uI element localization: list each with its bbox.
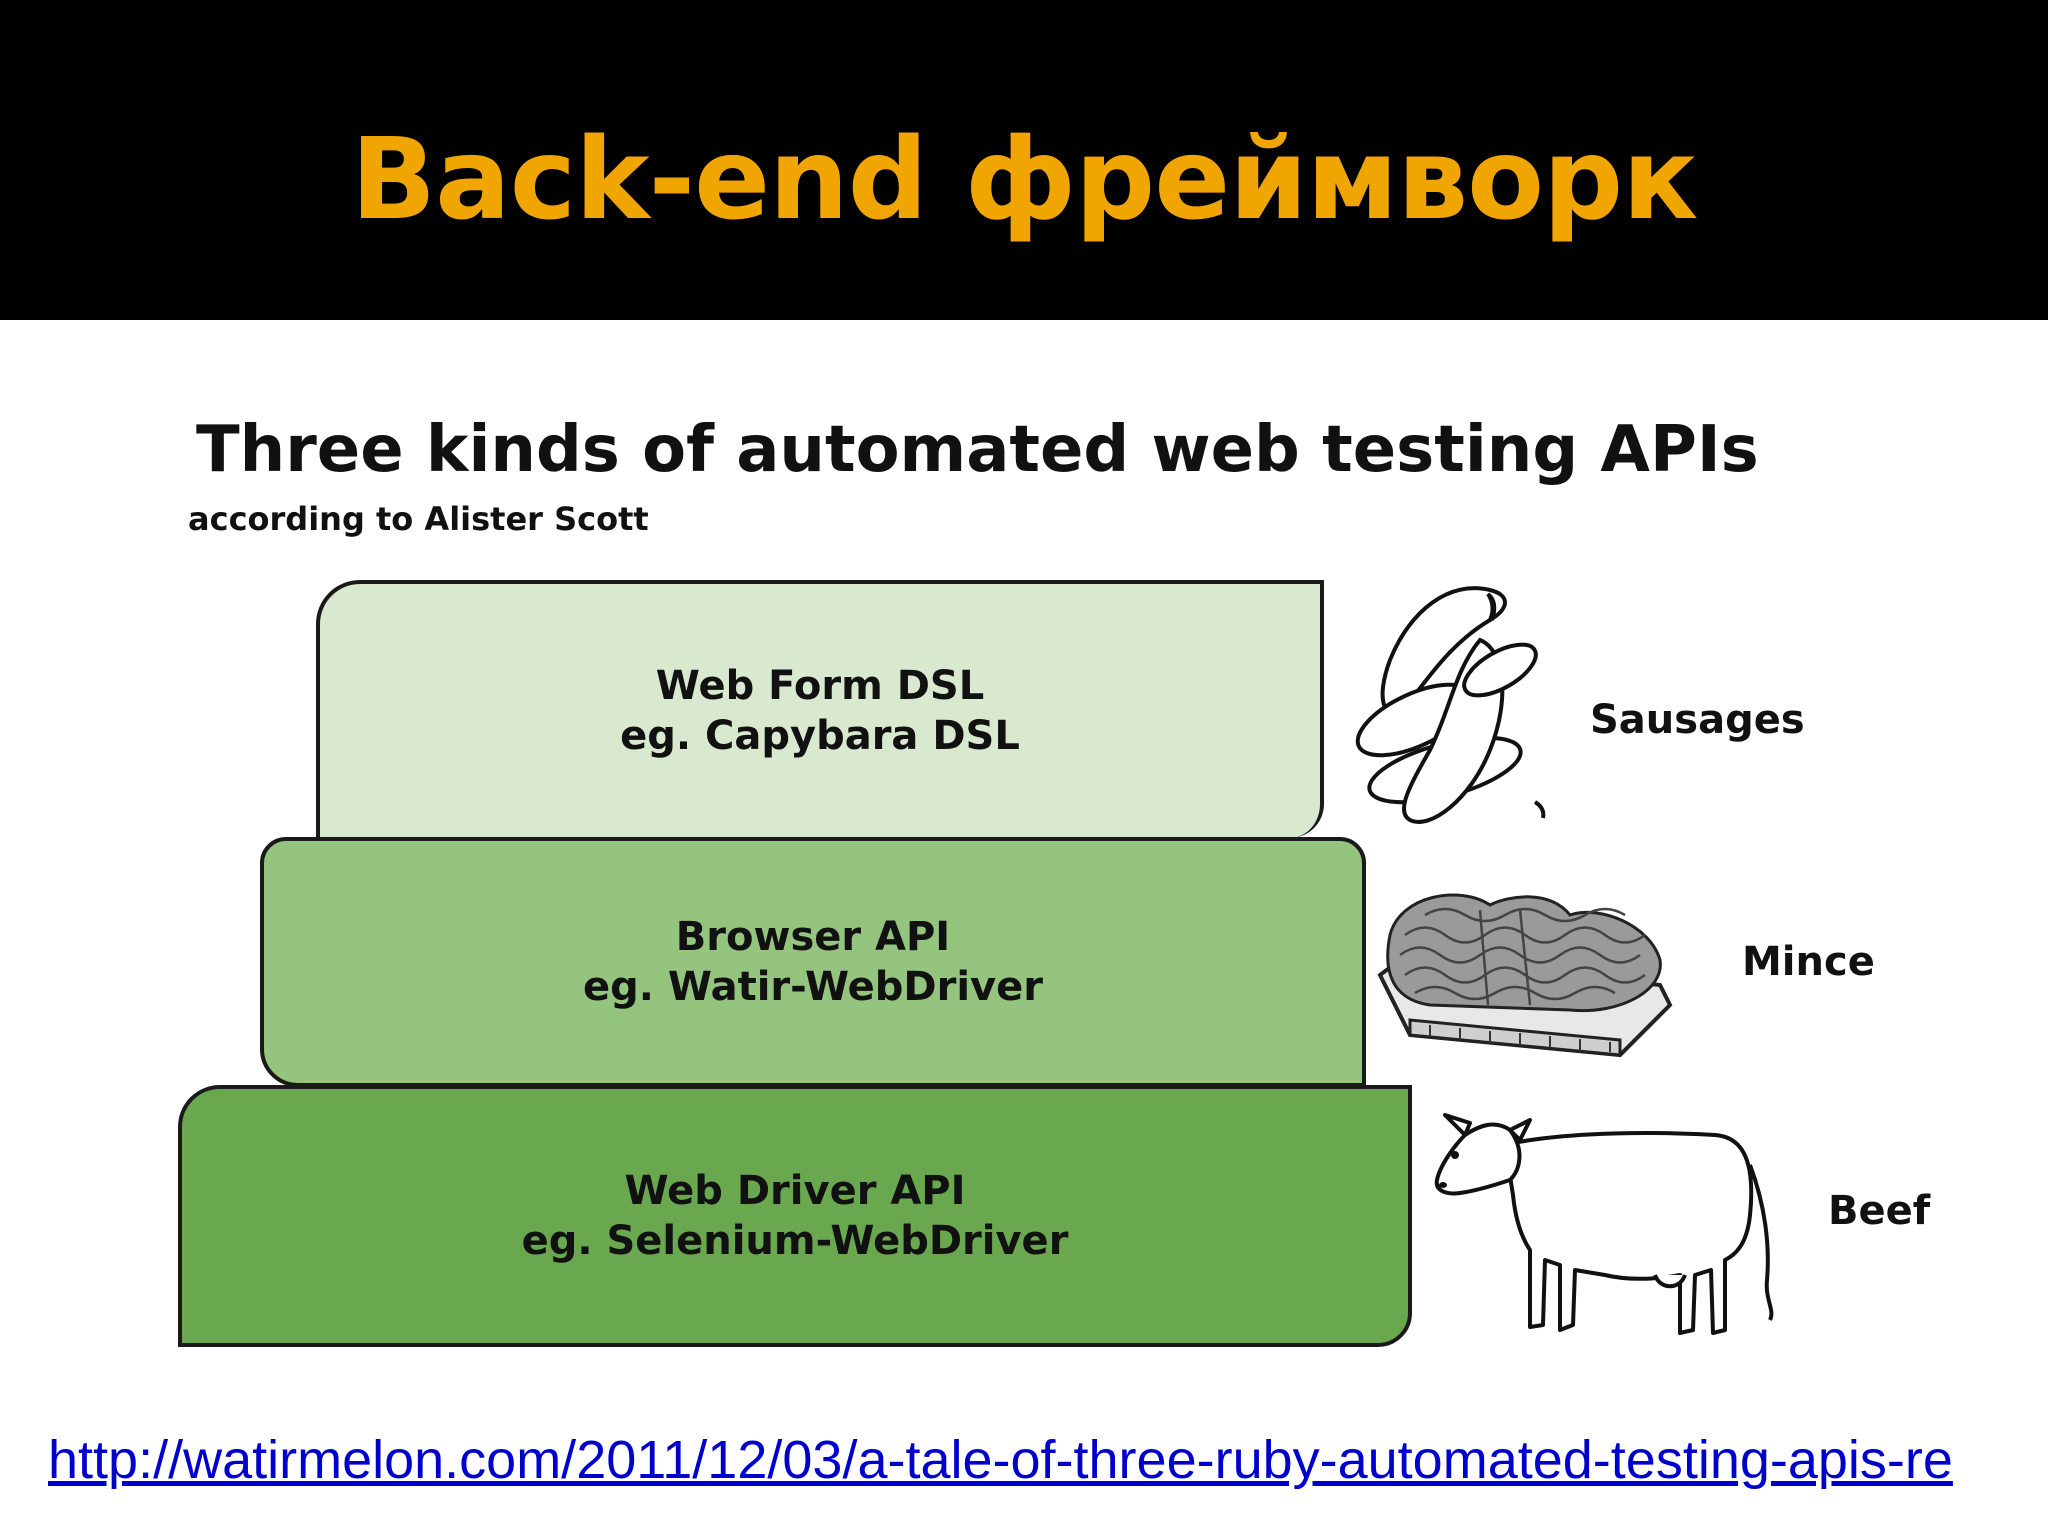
mince-icon (1377, 893, 1673, 1058)
cow-icon (1434, 1113, 1774, 1335)
food-label-mince: Mince (1742, 939, 1875, 985)
layer-web-driver-api: Web Driver API eg. Selenium-WebDriver (178, 1085, 1412, 1347)
layer-example: eg. Capybara DSL (620, 713, 1020, 759)
layer-web-form-dsl: Web Form DSL eg. Capybara DSL (316, 580, 1324, 838)
source-link[interactable]: http://watirmelon.com/2011/12/03/a-tale-… (48, 1430, 1953, 1490)
food-label-sausages: Sausages (1590, 697, 1805, 743)
layer-example: eg. Selenium-WebDriver (521, 1218, 1069, 1264)
layer-browser-api: Browser API eg. Watir-WebDriver (260, 837, 1366, 1087)
header-bar (0, 0, 2048, 320)
diagram-title: Three kinds of automated web testing API… (196, 413, 1759, 487)
sausages-icon (1355, 586, 1546, 824)
food-label-beef: Beef (1828, 1188, 1931, 1234)
layer-name: Web Form DSL (655, 663, 985, 709)
layer-example: eg. Watir-WebDriver (583, 964, 1043, 1010)
slide-title: Back-end фреймворк (350, 115, 1698, 245)
layer-name: Web Driver API (624, 1168, 966, 1214)
layer-name: Browser API (675, 914, 951, 960)
diagram-subtitle: according to Alister Scott (188, 500, 649, 538)
